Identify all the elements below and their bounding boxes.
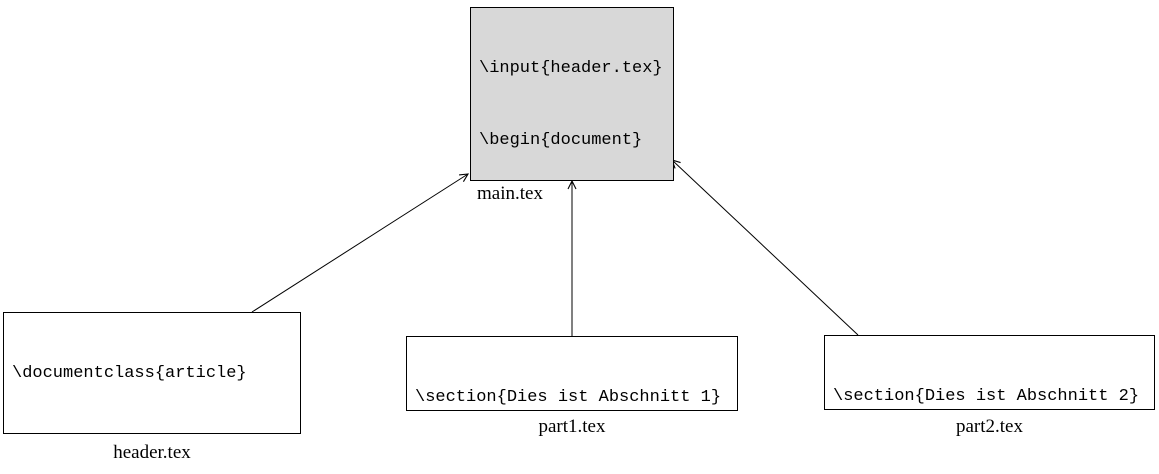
edge-part2-to-main [671, 159, 859, 336]
label-part1-tex: part1.tex [538, 416, 606, 437]
code-line: \documentclass{article} [12, 364, 247, 383]
edge-header-to-main [251, 173, 470, 313]
code-line: \section{Dies ist Abschnitt 1} [415, 388, 722, 407]
label-main-tex: main.tex [477, 183, 543, 204]
code-line: \begin{document} [479, 131, 643, 150]
node-main-tex: \input{header.tex} \begin{document} \mak… [470, 7, 674, 181]
node-part1-tex: \section{Dies ist Abschnitt 1} Hier ein … [406, 336, 738, 411]
label-header-tex: header.tex [113, 442, 191, 463]
label-part2-tex: part2.tex [955, 416, 1023, 437]
node-header-tex: \documentclass{article} \usepackage[nger… [3, 312, 301, 434]
code-line: \section{Dies ist Abschnitt 2} [833, 387, 1140, 406]
code-line: \input{header.tex} [479, 59, 663, 78]
node-part2-tex: \section{Dies ist Abschnitt 2} Hier ein … [824, 335, 1155, 410]
